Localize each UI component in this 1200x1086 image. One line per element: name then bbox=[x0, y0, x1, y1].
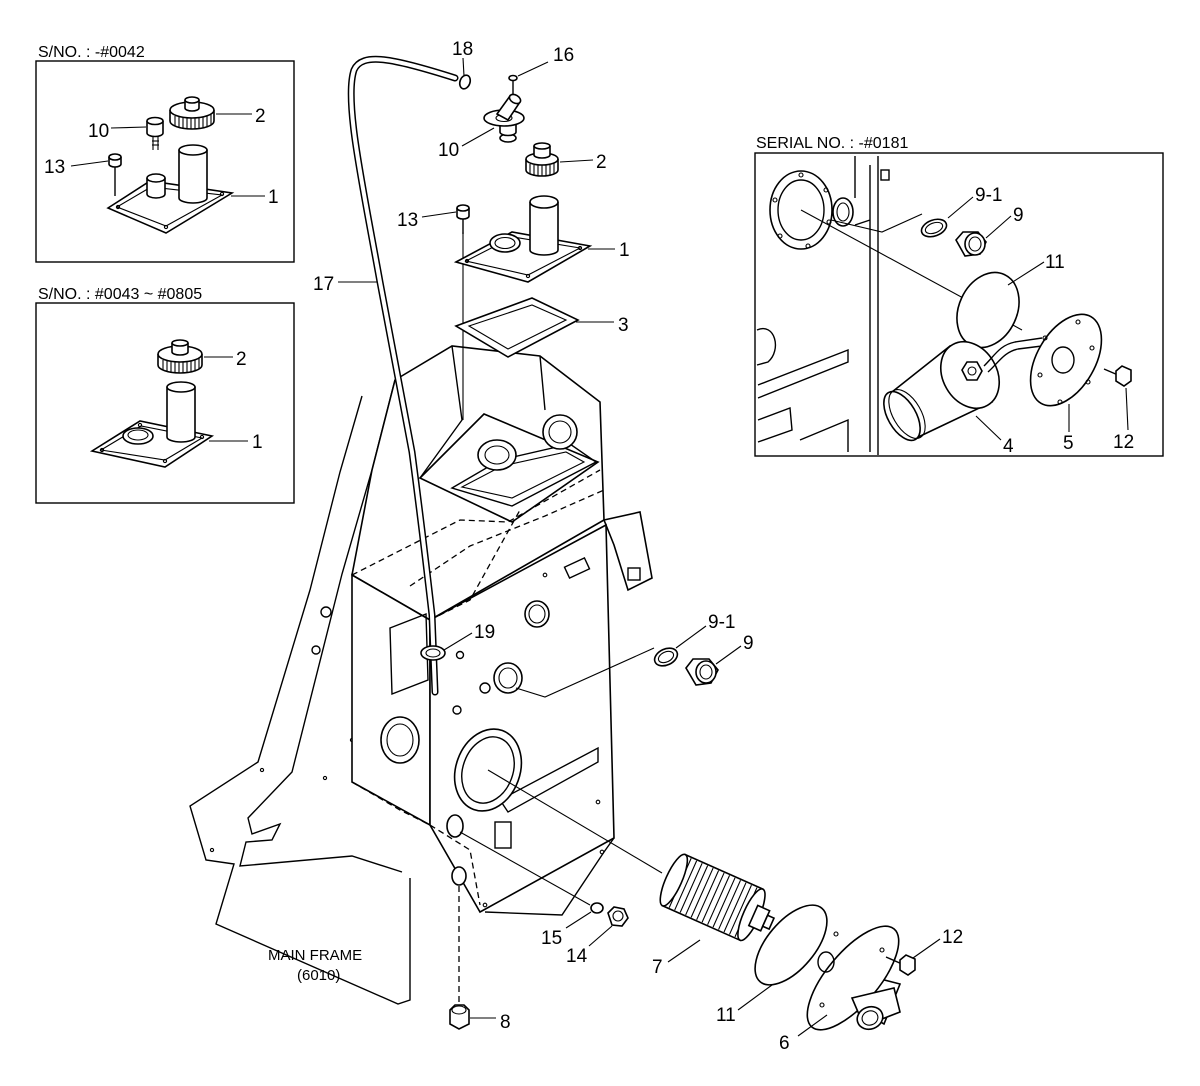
inset2-leaders bbox=[204, 356, 248, 442]
serial-part-9-plug bbox=[955, 231, 987, 257]
callout-1: 1 bbox=[268, 187, 279, 208]
callout-9-1: 9-1 bbox=[975, 185, 1002, 206]
inset-serial-upto-0181: SERIAL NO. : -#0181 bbox=[754, 135, 1164, 457]
callout-17: 17 bbox=[313, 274, 334, 295]
callout-8: 8 bbox=[500, 1012, 511, 1033]
callout-10: 10 bbox=[88, 121, 109, 142]
inset1-part-13-bolt bbox=[108, 153, 122, 196]
main-part-18-ring bbox=[458, 74, 472, 90]
main-part-14-plug bbox=[607, 906, 629, 927]
inset-sno-upto-0042: S/NO. : -#0042 bbox=[35, 44, 295, 263]
main-part-6-cover bbox=[806, 925, 902, 1031]
main-frame-code: (6010) bbox=[297, 967, 340, 984]
callout-16: 16 bbox=[553, 45, 574, 66]
callout-11: 11 bbox=[716, 1005, 736, 1026]
serial-leaders bbox=[947, 196, 1129, 441]
inset1-part-10 bbox=[146, 116, 164, 150]
main-part-15-oring bbox=[590, 902, 604, 914]
callout-9: 9 bbox=[1013, 205, 1024, 226]
callout-2: 2 bbox=[255, 106, 266, 127]
inset1-leaders bbox=[70, 113, 265, 197]
inset-border bbox=[35, 302, 295, 504]
main-part-11-gasket bbox=[754, 904, 828, 986]
callout-15: 15 bbox=[541, 928, 562, 949]
main-part-1-plate bbox=[453, 195, 593, 283]
callout-2: 2 bbox=[596, 152, 607, 173]
inset-title: S/NO. : #0043 ~ #0805 bbox=[38, 286, 202, 303]
callout-1: 1 bbox=[619, 240, 630, 261]
inset-border bbox=[35, 60, 295, 263]
inset2-part-2-cap bbox=[157, 339, 203, 374]
callout-10: 10 bbox=[438, 140, 459, 161]
serial-part-9-1-oring bbox=[920, 218, 948, 238]
main-part-9-1-oring bbox=[653, 647, 679, 667]
callout-13: 13 bbox=[44, 157, 65, 178]
main-part-7-filter bbox=[659, 853, 776, 942]
callout-11: 11 bbox=[1045, 252, 1065, 273]
main-part-16-screw bbox=[508, 74, 518, 96]
callout-1: 1 bbox=[252, 432, 263, 453]
main-part-9-plug bbox=[685, 658, 719, 686]
inset-title: SERIAL NO. : -#0181 bbox=[756, 135, 908, 152]
callout-12: 12 bbox=[942, 927, 963, 948]
callout-7: 7 bbox=[652, 957, 663, 978]
inset1-part-1-plate bbox=[106, 144, 235, 234]
callout-3: 3 bbox=[618, 315, 629, 336]
main-part-10-fitting bbox=[483, 93, 525, 143]
main-leaders bbox=[338, 57, 941, 1037]
main-frame bbox=[189, 345, 653, 1005]
main-part-19-clip bbox=[420, 645, 446, 661]
inset-title: S/NO. : -#0042 bbox=[38, 44, 145, 61]
callout-13: 13 bbox=[397, 210, 418, 231]
serial-part-12-bolt bbox=[1103, 365, 1132, 387]
callout-5: 5 bbox=[1063, 433, 1074, 454]
main-frame-label: MAIN FRAME bbox=[268, 947, 362, 964]
callout-4: 4 bbox=[1003, 436, 1014, 457]
callout-18: 18 bbox=[452, 39, 473, 60]
callout-9-1: 9-1 bbox=[708, 612, 735, 633]
main-part-13-bolt bbox=[456, 204, 470, 234]
callout-12: 12 bbox=[1113, 432, 1134, 453]
inset2-part-1-plate bbox=[89, 381, 215, 468]
serial-part-5-flange bbox=[1029, 313, 1103, 407]
main-part-17-tube bbox=[347, 55, 459, 696]
serial-part-4-canister bbox=[883, 337, 1043, 442]
callout-14: 14 bbox=[566, 946, 588, 967]
main-part-12-bolt bbox=[885, 954, 916, 976]
inset1-part-2-cap bbox=[169, 96, 215, 130]
main-part-2-cap bbox=[525, 142, 559, 177]
inset-sno-0043-0805: S/NO. : #0043 ~ #0805 2 1 bbox=[35, 286, 295, 504]
callout-2: 2 bbox=[236, 349, 247, 370]
callout-9: 9 bbox=[743, 633, 754, 654]
main-part-3-gasket bbox=[454, 297, 580, 358]
serial-frame-section bbox=[756, 156, 890, 455]
callout-19: 19 bbox=[474, 622, 495, 643]
callout-6: 6 bbox=[779, 1033, 790, 1054]
inset-border bbox=[754, 152, 1164, 457]
main-routing-lines bbox=[458, 647, 663, 1004]
main-part-8-drain-plug bbox=[449, 1004, 470, 1030]
